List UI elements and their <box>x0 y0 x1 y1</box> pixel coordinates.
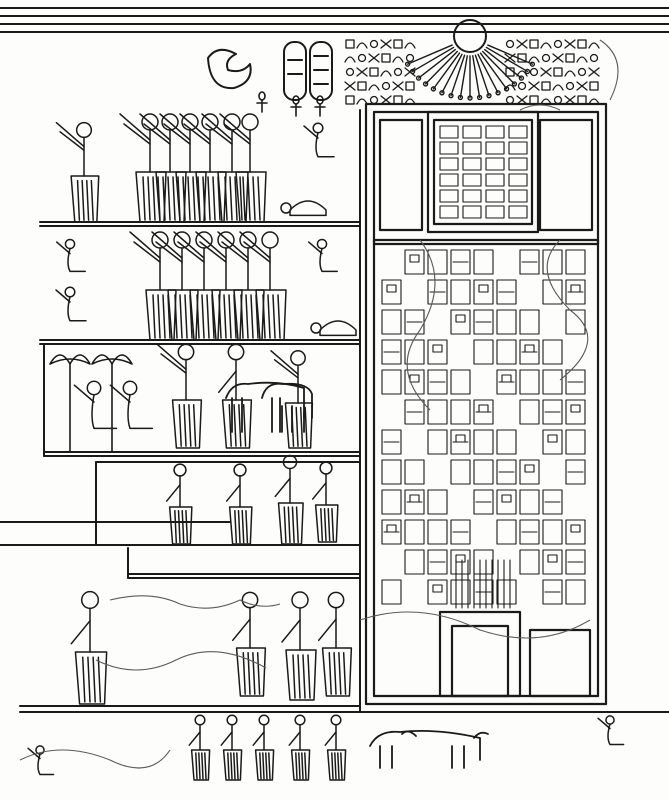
palace-rooms <box>381 125 586 609</box>
palace-building <box>364 102 608 706</box>
figures-group <box>27 113 625 781</box>
cartouche-icon <box>207 41 333 101</box>
top-border <box>0 7 669 33</box>
palm-tree-icon <box>49 354 133 453</box>
bull-icon <box>225 381 489 769</box>
register-lines <box>0 221 669 713</box>
sun-disk-icon <box>404 19 536 101</box>
ankh-icon <box>256 91 326 117</box>
damage-lines <box>19 39 619 769</box>
register-dividers <box>43 109 361 713</box>
hieroglyph-columns <box>344 39 600 105</box>
